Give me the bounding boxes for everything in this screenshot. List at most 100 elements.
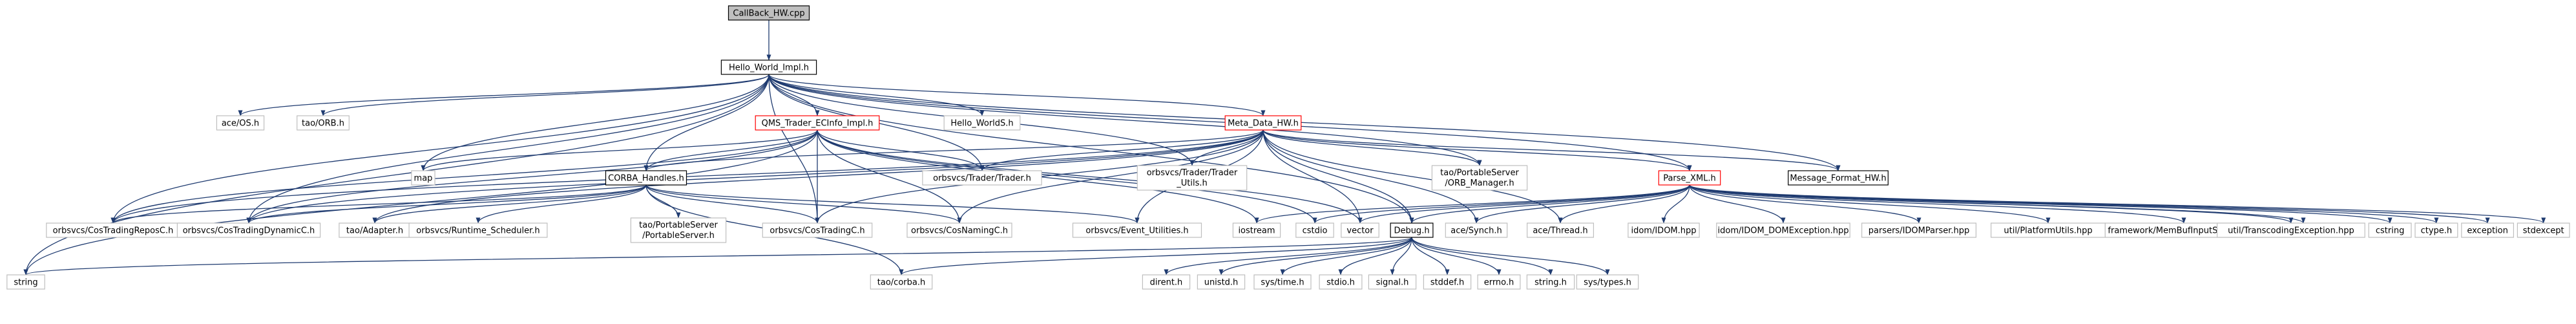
node-label: ctype.h [2421,226,2453,236]
edge-n6-n11 [1262,129,1482,166]
node-ctype-h: ctype.h [2414,222,2458,238]
node-qms-trader-ecinfo-impl-h[interactable]: QMS_Trader_ECInfo_Impl.h [755,115,880,131]
node-string: string [6,274,45,290]
node-vector: vector [1341,222,1379,238]
node-label: idom/IDOM_DOMException.hpp [1718,226,1849,236]
node-label: string.h [1534,278,1567,288]
node-corba-handles-h[interactable]: CORBA_Handles.h [605,170,687,186]
node-box [943,115,1021,131]
node-box [1136,165,1248,191]
node-label: Debug.h [1394,226,1429,236]
edge-n6-n10 [1189,129,1264,166]
node-meta-data-hw-h[interactable]: Meta_Data_HW.h [1224,115,1302,131]
node-util-transcodingexception-hpp: util/TranscodingException.hpp [2217,222,2365,238]
edge-n6-n13 [1262,129,1841,171]
node-ace-thread-h: ace/Thread.h [1527,222,1595,238]
node-label: orbsvcs/CosTradingC.h [770,226,864,236]
edge-n1-n20 [768,74,820,224]
node-box [1368,274,1417,290]
node-box [1390,222,1434,238]
node-box [2217,222,2365,238]
node-box [1232,222,1281,238]
node-label: tao/corba.h [877,278,925,288]
node-orbsvcs-costradingreposc-h: orbsvcs/CosTradingReposC.h [46,222,180,238]
node-box [411,170,435,186]
node-ace-os-h: ace/OS.h [216,115,265,131]
node-box [216,115,265,131]
node-box [1658,170,1721,186]
node-box [1576,274,1639,290]
node-tao-portableserver-portableserver-h: tao/PortableServer/PortableServer.h [630,217,727,243]
node-hello-world-impl-h[interactable]: Hello_World_Impl.h [720,59,817,75]
edge-n26-n48 [1411,237,1553,275]
node-label: tao/Adapter.h [346,226,403,236]
edge-n26-n43 [1280,237,1412,275]
node-orbsvcs-costradingc-h: orbsvcs/CosTradingC.h [762,222,873,238]
edge-n12-n26 [1409,184,1690,224]
edge-n8-n21 [645,184,962,224]
node-label: ace/Thread.h [1533,226,1587,236]
edge-n4-n25 [817,129,1363,224]
node-label: util/TranscodingException.hpp [2228,226,2354,236]
edge-n8-n16 [246,184,647,224]
node-stdio-h: stdio.h [1319,274,1363,290]
edge-n12-n36 [1689,184,2393,224]
node-box [762,222,873,238]
node-box [1788,170,1889,186]
node-label: Parse_XML.h [1663,174,1716,184]
edge-n12-n28 [1558,184,1690,224]
edge-n6-n16 [246,129,1264,224]
node-orbsvcs-trader-trader-utils-h: orbsvcs/Trader/Trader_Utils.h [1136,165,1248,191]
edge-n1-n15 [110,74,770,224]
edge-n1-n13 [768,74,1841,171]
node-label: parsers/IDOMParser.hpp [1869,226,1970,236]
node-orbsvcs-cosnamingc-h: orbsvcs/CosNamingC.h [906,222,1012,238]
node-exception: exception [2461,222,2515,238]
edge-n26-n49 [1411,237,1610,275]
node-cstdio: cstdio [1295,222,1334,238]
node-box [176,222,321,238]
edge-n1-n2 [238,74,770,116]
edge-n12-n32 [1689,184,2051,224]
node-orbsvcs-event-utilities-h: orbsvcs/Event_Utilities.h [1072,222,1202,238]
node-box [1861,222,1977,238]
node-parse-xml-h[interactable]: Parse_XML.h [1658,170,1721,186]
node-label: cstring [2376,226,2404,236]
node-debug-h[interactable]: Debug.h [1390,222,1434,238]
edge-n12-n35 [1689,184,2294,224]
node-label: ace/OS.h [222,119,259,129]
edge-n1-n11 [768,74,1482,166]
node-label: stdio.h [1326,278,1355,288]
edge-n6-n15 [110,129,1264,224]
node-label: string [14,278,37,288]
node-box [2414,222,2458,238]
node-label: vector [1346,226,1374,236]
node-callback-hw-cpp[interactable]: CallBack_HW.cpp [728,5,810,21]
node-box [1319,274,1363,290]
node-map: map [411,170,435,186]
node-box [1253,274,1312,290]
node-dirent-h: dirent.h [1142,274,1191,290]
node-util-platformutils-hpp: util/PlatformUtils.hpp [1991,222,2106,238]
node-label: sys/types.h [1584,278,1631,288]
node-label: map [414,174,433,184]
edge-n26-n44 [1338,237,1412,275]
node-tao-orb-h: tao/ORB.h [297,115,350,131]
node-orbsvcs-trader-trader-h: orbsvcs/Trader/Trader.h [922,170,1042,186]
node-box [297,115,350,131]
node-box [2461,222,2515,238]
node-label: signal.h [1376,278,1409,288]
node-signal-h: signal.h [1368,274,1417,290]
edge-n1-n7 [421,74,770,171]
edge-n8-n22 [645,184,1140,224]
node-message-format-hw-h[interactable]: Message_Format_HW.h [1788,170,1889,186]
node-string-h: string.h [1526,274,1575,290]
node-box [1628,222,1700,238]
node-box [728,5,810,21]
node-label: sys/time.h [1261,278,1304,288]
node-idom-idom-domexception-hpp: idom/IDOM_DOMException.hpp [1716,222,1850,238]
node-label: orbsvcs/Runtime_Scheduler.h [416,226,539,236]
edge-n1-n26 [768,74,1414,224]
node-box [408,222,548,238]
